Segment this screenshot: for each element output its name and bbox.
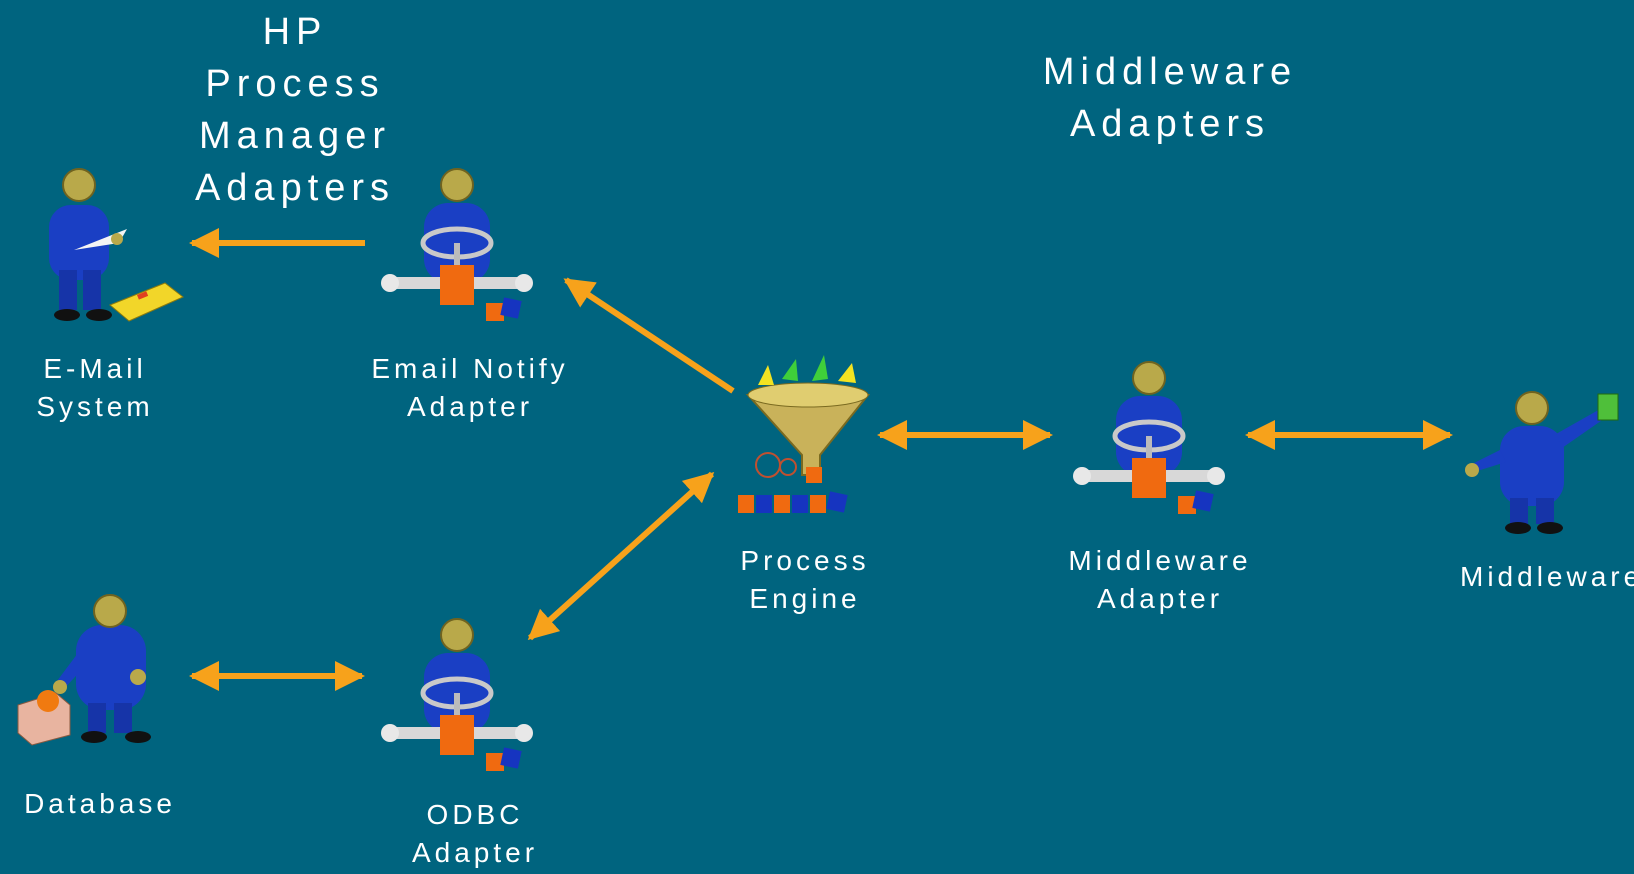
arrow-engine-to-notify	[563, 277, 735, 394]
hp-adapters-heading: HP Process Manager Adapters	[194, 11, 396, 209]
email-system-label: E-Mail System	[36, 353, 154, 422]
middleware-icon	[1465, 391, 1619, 534]
email-notify-adapter-label: Email Notify Adapter	[371, 353, 569, 422]
arrow-engine-odbc	[527, 471, 715, 641]
email-notify-adapter-icon	[381, 168, 533, 321]
odbc-adapter-label: ODBC Adapter	[411, 799, 539, 868]
middleware-adapter-label: Middleware Adapter	[1068, 545, 1252, 614]
middleware-adapters-heading: Middleware Adapters	[1042, 51, 1298, 145]
odbc-adapter-icon	[381, 618, 533, 771]
middleware-adapter-icon	[1073, 361, 1225, 514]
email-system-icon	[49, 168, 184, 322]
database-label: Database	[24, 788, 176, 819]
process-engine-icon	[738, 355, 871, 513]
database-icon	[17, 594, 151, 746]
process-engine-label: Process Engine	[740, 545, 870, 614]
middleware-label: Middleware	[1460, 561, 1634, 592]
